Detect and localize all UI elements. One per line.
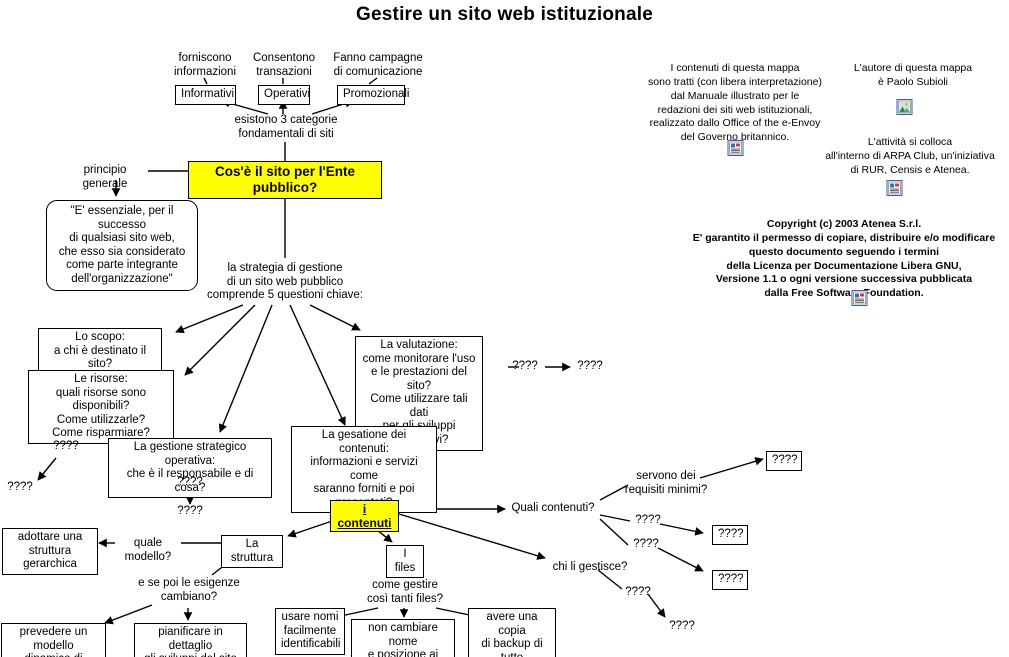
- document-note-icon[interactable]: [727, 140, 744, 156]
- node-la-struttura[interactable]: La struttura: [221, 535, 283, 569]
- label-requisiti-minimi: servono dei requisiti minimi?: [624, 470, 708, 496]
- label-question-quali-link-1: ????: [635, 514, 661, 526]
- label-question-quali-link-2: ????: [633, 538, 659, 550]
- label-fornisc0no-informazioni: forniscono informazioni: [174, 52, 236, 78]
- node-operativi[interactable]: Operativi: [258, 85, 310, 105]
- label-chi-li-gestisce: chi li gestisce?: [552, 561, 628, 573]
- node-question-chi-target[interactable]: ????: [669, 620, 695, 632]
- node-question-quali-target-2[interactable]: ????: [712, 570, 748, 590]
- node-usare-nomi-identificabili[interactable]: usare nomi facilmente identificabili: [275, 608, 345, 655]
- node-gestione-dei-contenuti[interactable]: La gesatione dei contenuti: informazioni…: [291, 426, 437, 514]
- node-promozionali[interactable]: Promozionali: [337, 85, 409, 105]
- document-note-icon[interactable]: [886, 180, 903, 196]
- label-come-gestire-files: come gestire così tanti files?: [366, 579, 444, 605]
- label-principio-generale: principio generale: [82, 164, 128, 190]
- label-esigenze-cambiano: e se poi le esigenze cambiano?: [138, 577, 240, 603]
- node-e-essenziale[interactable]: "E' essenziale, per il successo di quals…: [46, 200, 198, 292]
- document-note-icon[interactable]: [851, 290, 868, 306]
- note-copyright: Copyright (c) 2003 Atenea S.r.l. E' gara…: [692, 218, 996, 300]
- label-question-risorse-link: ????: [53, 440, 79, 452]
- node-non-cambiare-nome[interactable]: non cambiare nome e posizione ai files: [351, 619, 455, 657]
- label-question-gestione-link: ????: [177, 476, 203, 488]
- note-activity: L'attività si colloca all'interno di ARP…: [825, 136, 995, 176]
- node-question-risorse-target[interactable]: ????: [7, 481, 33, 493]
- node-le-risorse[interactable]: Le risorse: quali risorse sono disponibi…: [28, 370, 174, 444]
- label-strategia-gestione: la strategia di gestione di un sito web …: [207, 262, 363, 302]
- node-avere-copia-backup[interactable]: avere una copia di backup di tutto il si…: [468, 608, 556, 657]
- note-sources: I contenuti di questa mappa sono tratti …: [648, 62, 822, 144]
- label-question-chi-link: ????: [625, 586, 651, 598]
- label-quali-contenuti: Quali contenuti?: [511, 502, 595, 514]
- node-informativi[interactable]: Informativi: [175, 85, 236, 105]
- label-fanno-campagne: Fanno campagne di comunicazione: [333, 52, 423, 78]
- node-gestione-strategico-operativa[interactable]: La gestione strategico operativa: che è …: [108, 438, 272, 499]
- node-adottare-struttura-gerarchica[interactable]: adottare una struttura gerarchica: [2, 528, 98, 575]
- node-i-files[interactable]: I files: [386, 545, 424, 579]
- node-question-valutazione-target[interactable]: ????: [577, 360, 603, 372]
- node-prevedere-modello-dinamico[interactable]: prevedere un modello dinamico di gestion…: [1, 623, 106, 657]
- label-quale-modello: quale modello?: [124, 537, 172, 563]
- node-question-quali-target-1[interactable]: ????: [712, 525, 748, 545]
- node-question-requisiti-target[interactable]: ????: [766, 451, 802, 471]
- node-lo-scopo[interactable]: Lo scopo: a chi è destinato il sito?: [38, 328, 162, 375]
- node-root-cose-il-sito[interactable]: Cos'è il sito per l'Ente pubblico?: [188, 161, 382, 199]
- node-question-gestione-target[interactable]: ????: [177, 505, 203, 517]
- node-pianificare-sviluppi[interactable]: pianificare in dettaglio gli sviluppi de…: [134, 623, 247, 657]
- node-i-contenuti[interactable]: i contenuti: [330, 500, 399, 533]
- label-esistono-3-categorie: esistono 3 categorie fondamentali di sit…: [234, 114, 338, 140]
- note-author: L'autore di questa mappa è Paolo Subioli: [853, 62, 973, 88]
- page-title: Gestire un sito web istituzionale: [356, 4, 653, 25]
- picture-note-icon[interactable]: [896, 99, 913, 115]
- label-consentono-transazioni: Consentono transazioni: [252, 52, 316, 78]
- label-question-valutazione-link: ????: [512, 360, 538, 372]
